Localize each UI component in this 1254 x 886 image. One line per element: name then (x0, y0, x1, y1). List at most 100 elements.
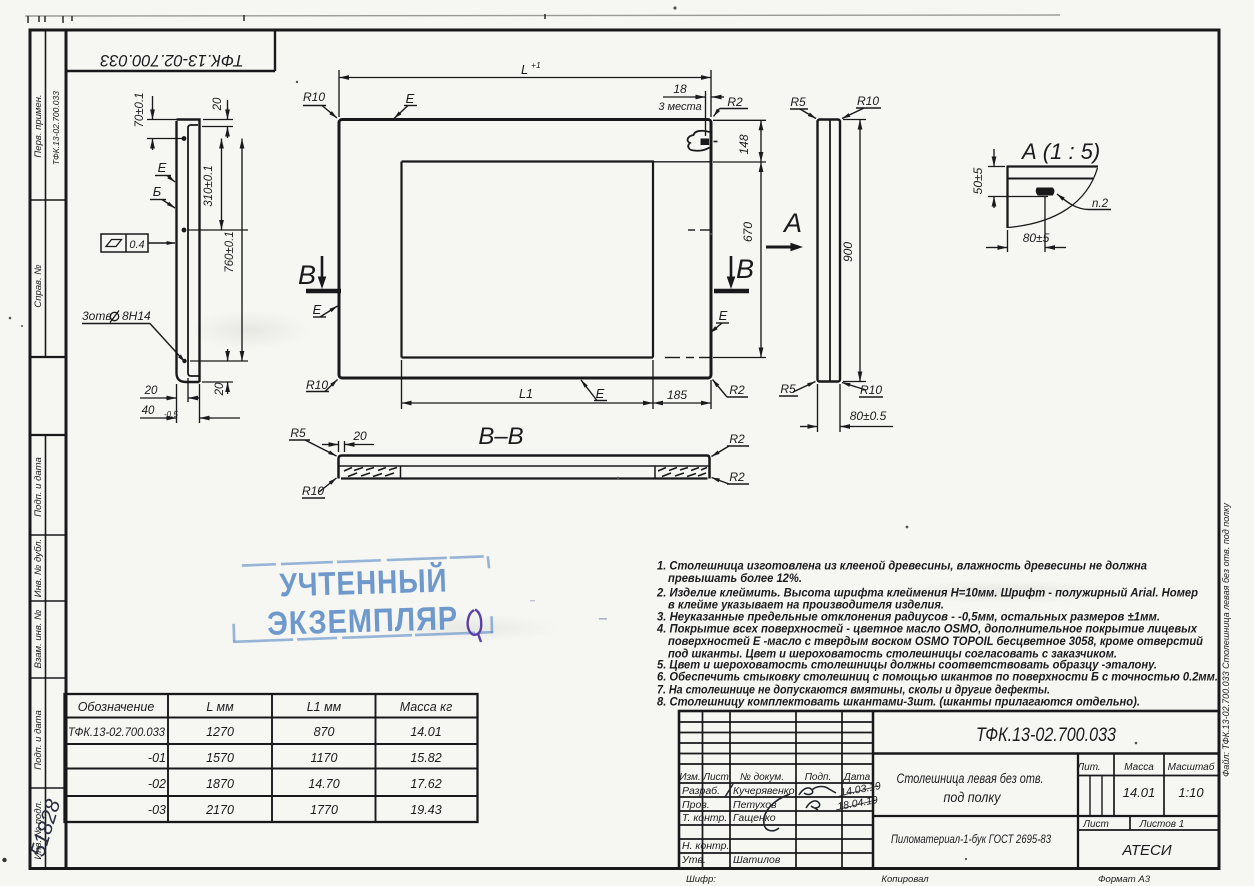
svg-text:R10: R10 (860, 383, 882, 397)
svg-text:1870: 1870 (206, 777, 234, 791)
svg-text:Лист: Лист (702, 772, 729, 783)
svg-text:Дата: Дата (843, 772, 871, 783)
svg-text:Н. контр.: Н. контр. (682, 840, 729, 852)
svg-text:20: 20 (352, 429, 367, 443)
svg-text:Масса: Масса (1124, 762, 1154, 773)
svg-text:R10: R10 (302, 484, 324, 498)
svg-text:Кучерявенко: Кучерявенко (733, 785, 795, 797)
svg-text:Петухов: Петухов (733, 799, 777, 811)
svg-text:Пров.: Пров. (682, 799, 710, 811)
svg-text:20: 20 (214, 382, 226, 396)
svg-text:5. Цвет и шероховатость столеш: 5. Цвет и шероховатость столешницы должн… (657, 658, 1157, 672)
svg-text:0.4: 0.4 (129, 239, 144, 251)
svg-text:-02: -02 (148, 777, 166, 791)
svg-text:Масштаб: Масштаб (1168, 761, 1215, 773)
svg-text:7. На столешнице не допускаютс: 7. На столешнице не допускаются вмятины,… (657, 683, 1050, 697)
svg-text:R2: R2 (729, 470, 745, 484)
svg-text:-0.5: -0.5 (164, 410, 178, 419)
svg-text:Б: Б (153, 184, 162, 199)
svg-text:В: В (298, 260, 316, 290)
svg-text:ТФК.13-02.700.033: ТФК.13-02.700.033 (68, 725, 165, 739)
svg-text:под шканты. Цвет и шероховатос: под шканты. Цвет и шероховатость столешн… (668, 647, 1117, 661)
svg-text:R10: R10 (306, 378, 328, 392)
svg-text:-03: -03 (148, 803, 166, 817)
svg-text:Шатилов: Шатилов (733, 854, 781, 866)
svg-text:L мм: L мм (206, 700, 234, 714)
svg-text:R5: R5 (790, 95, 806, 109)
svg-text:14.01: 14.01 (1123, 785, 1156, 800)
svg-text:Е: Е (719, 308, 728, 323)
svg-text:В–В: В–В (478, 423, 523, 450)
svg-text:L1: L1 (519, 387, 533, 401)
svg-text:4. Покрытие всех поверхностей: 4. Покрытие всех поверхностей - цветное … (656, 622, 1198, 636)
svg-text:Масса кг: Масса кг (400, 700, 453, 714)
svg-text:1570: 1570 (206, 751, 234, 765)
svg-text:-01: -01 (148, 751, 166, 765)
svg-text:80±0.5: 80±0.5 (850, 409, 887, 423)
svg-text:2. Изделие клеймить. Высота шр: 2. Изделие клеймить. Высота шрифта клейм… (656, 586, 1198, 600)
svg-text:АТЕСИ: АТЕСИ (1121, 842, 1172, 859)
svg-text:1:10: 1:10 (1178, 785, 1204, 800)
svg-text:Шифр:: Шифр: (686, 874, 716, 885)
svg-text:Перв. примен.: Перв. примен. (33, 94, 44, 157)
svg-text:Файл: ТФК.13-02.700.033 Столеш: Файл: ТФК.13-02.700.033 Столешница левая… (1221, 503, 1231, 777)
svg-text:148: 148 (737, 134, 751, 154)
svg-text:Обозначение: Обозначение (78, 700, 155, 714)
svg-text:в клейме указывает на производ: в клейме указывает на производителя изде… (668, 598, 944, 612)
svg-text:А: А (782, 208, 802, 238)
svg-text:Подп. и дата: Подп. и дата (33, 710, 44, 769)
svg-text:1770: 1770 (310, 803, 338, 817)
svg-text:2170: 2170 (205, 803, 234, 817)
svg-text:8Н14: 8Н14 (122, 309, 151, 323)
svg-text:1270: 1270 (206, 725, 234, 739)
svg-text:760±0.1: 760±0.1 (224, 231, 236, 273)
svg-text:Е: Е (158, 160, 167, 175)
svg-text:Пиломатериал-1-бук ГОСТ 2695-8: Пиломатериал-1-бук ГОСТ 2695-83 (891, 834, 1051, 846)
svg-text:Подп.: Подп. (805, 772, 832, 783)
svg-text:ТФК.13-02.700.033: ТФК.13-02.700.033 (51, 91, 61, 165)
svg-text:17.62: 17.62 (410, 777, 441, 791)
svg-text:R2: R2 (729, 432, 745, 446)
svg-text:40: 40 (142, 405, 155, 417)
svg-text:3 места: 3 места (658, 101, 701, 113)
svg-text:6. Обеспечить стыковку столешн: 6. Обеспечить стыковку столешниц с помощ… (657, 670, 1218, 684)
svg-text:R10: R10 (303, 90, 325, 104)
svg-text:Утв.: Утв. (681, 854, 706, 866)
svg-text:670: 670 (741, 222, 755, 242)
svg-text:1170: 1170 (311, 751, 338, 765)
svg-text:Е: Е (596, 386, 605, 401)
svg-text:R2: R2 (727, 95, 743, 109)
svg-text:185: 185 (667, 388, 687, 402)
svg-text:80±5: 80±5 (1023, 231, 1050, 245)
svg-text:R5: R5 (780, 382, 796, 396)
svg-text:18: 18 (673, 82, 687, 96)
svg-text:20: 20 (212, 97, 224, 111)
svg-text:Листов 1: Листов 1 (1139, 819, 1185, 830)
svg-text:L: L (521, 62, 528, 77)
svg-text:310±0.1: 310±0.1 (203, 165, 215, 207)
svg-text:Столешница левая без отв.: Столешница левая без отв. (897, 771, 1044, 786)
svg-text:А (1 : 5): А (1 : 5) (1020, 139, 1100, 164)
svg-text:под полку: под полку (944, 790, 1002, 805)
svg-text:Гащенко: Гащенко (733, 812, 776, 824)
svg-text:n.2: n.2 (1092, 198, 1109, 210)
svg-text:Формат А3: Формат А3 (1098, 874, 1151, 885)
svg-text:1. Столешница изготовлена из к: 1. Столешница изготовлена из клееной дре… (657, 559, 1147, 573)
svg-text:Взам. инв. №: Взам. инв. № (33, 610, 44, 669)
svg-text:3отв.: 3отв. (82, 309, 115, 323)
svg-text:В: В (736, 254, 754, 284)
svg-text:3. Неуказанные предельные откл: 3. Неуказанные предельные отклонения рад… (657, 610, 1160, 624)
svg-text:ТФК.13-02.700.033: ТФК.13-02.700.033 (976, 725, 1116, 746)
svg-text:Лист: Лист (1082, 819, 1109, 830)
svg-text:Копировал: Копировал (881, 874, 929, 885)
svg-text:Инв. № дубл.: Инв. № дубл. (33, 539, 44, 597)
svg-text:R2: R2 (729, 383, 745, 397)
svg-text:Е: Е (406, 91, 415, 106)
svg-text:поверхностей Е -масло с тверды: поверхностей Е -масло с твердым воском O… (668, 634, 1203, 648)
svg-text:900: 900 (841, 242, 855, 262)
svg-text:50±5: 50±5 (971, 167, 985, 194)
svg-text:70±0.1: 70±0.1 (134, 92, 146, 127)
svg-text:ТФК.13-02.700.033: ТФК.13-02.700.033 (99, 51, 243, 69)
svg-text:Е: Е (313, 302, 322, 317)
svg-text:870: 870 (314, 725, 335, 739)
